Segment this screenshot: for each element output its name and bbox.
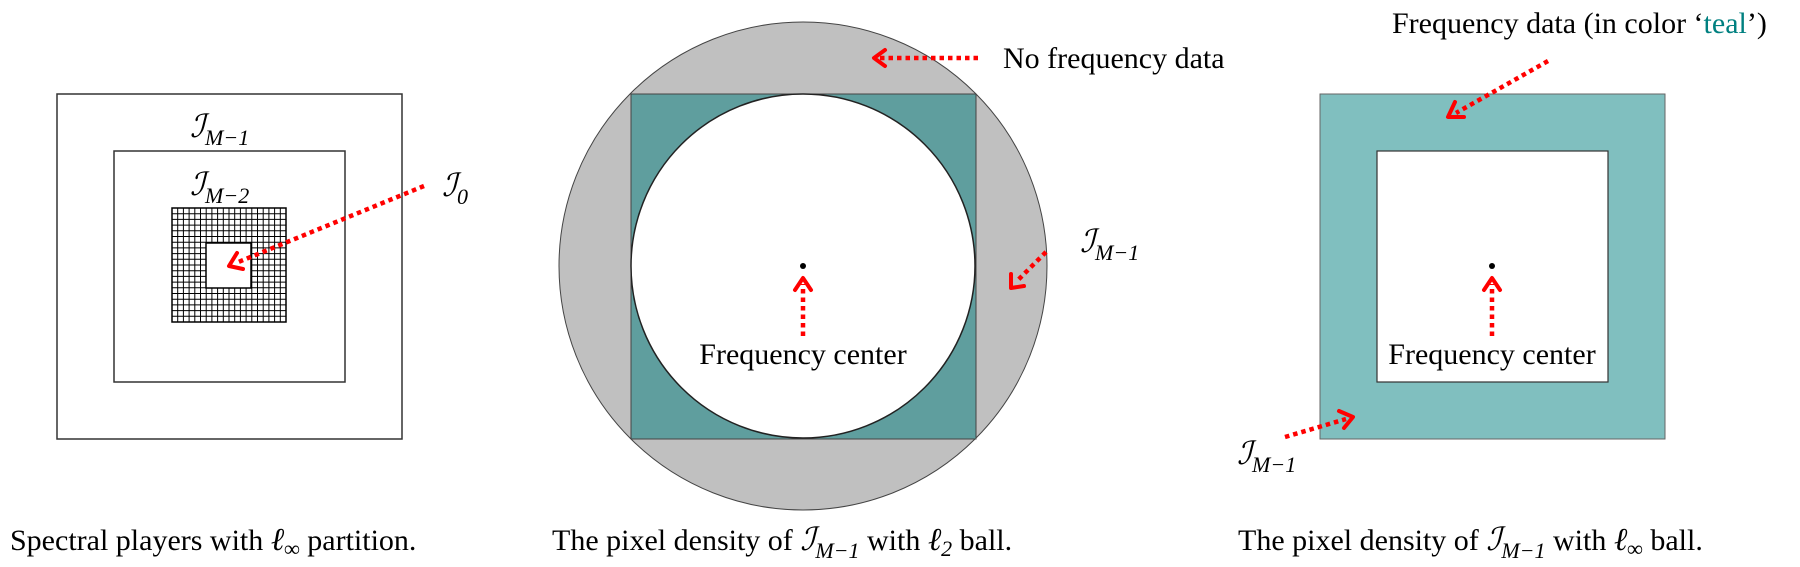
frequency-center-label-3: Frequency center <box>1388 338 1595 371</box>
ring-label: ℐM−1 <box>1080 223 1139 265</box>
center-label: ℐ0 <box>442 167 468 209</box>
frequency-center-label: Frequency center <box>699 338 906 371</box>
frequency-center-dot-3 <box>1489 263 1495 269</box>
caption-panel3: The pixel density of ℐM−1 with ℓ∞ ball. <box>1238 521 1703 563</box>
center-arrow-2 <box>793 276 813 336</box>
no-frequency-data-label: No frequency data <box>1003 42 1225 75</box>
ring-label-3: ℐM−1 <box>1237 435 1296 477</box>
outer-label: ℐM−1 <box>190 108 249 150</box>
center-arrow <box>227 183 425 271</box>
panel-linf-ball: Frequency data (in color ‘teal’) Frequen… <box>1237 7 1767 563</box>
outer-square <box>56 93 403 440</box>
panel-linf-partition: ℐM−1 ℐM−2 ℐ0 Spectral players with ℓ∞ pa… <box>10 93 468 561</box>
ring-arrow-3 <box>1284 409 1355 440</box>
caption-panel1: Spectral players with ℓ∞ partition. <box>10 521 416 561</box>
inner-square <box>113 150 346 383</box>
center-arrow-3 <box>1482 276 1502 336</box>
inner-label: ℐM−2 <box>190 166 249 208</box>
frequency-center-dot <box>800 263 806 269</box>
no-data-arrow <box>872 48 978 68</box>
panel-l2-ball: No frequency data ℐM−1 Frequency center … <box>552 21 1225 563</box>
frequency-data-arrow <box>1446 59 1550 119</box>
frequency-data-label: Frequency data (in color ‘teal’) <box>1392 7 1767 40</box>
ring-arrow <box>1009 250 1048 290</box>
caption-panel2: The pixel density of ℐM−1 with ℓ2 ball. <box>552 521 1012 563</box>
